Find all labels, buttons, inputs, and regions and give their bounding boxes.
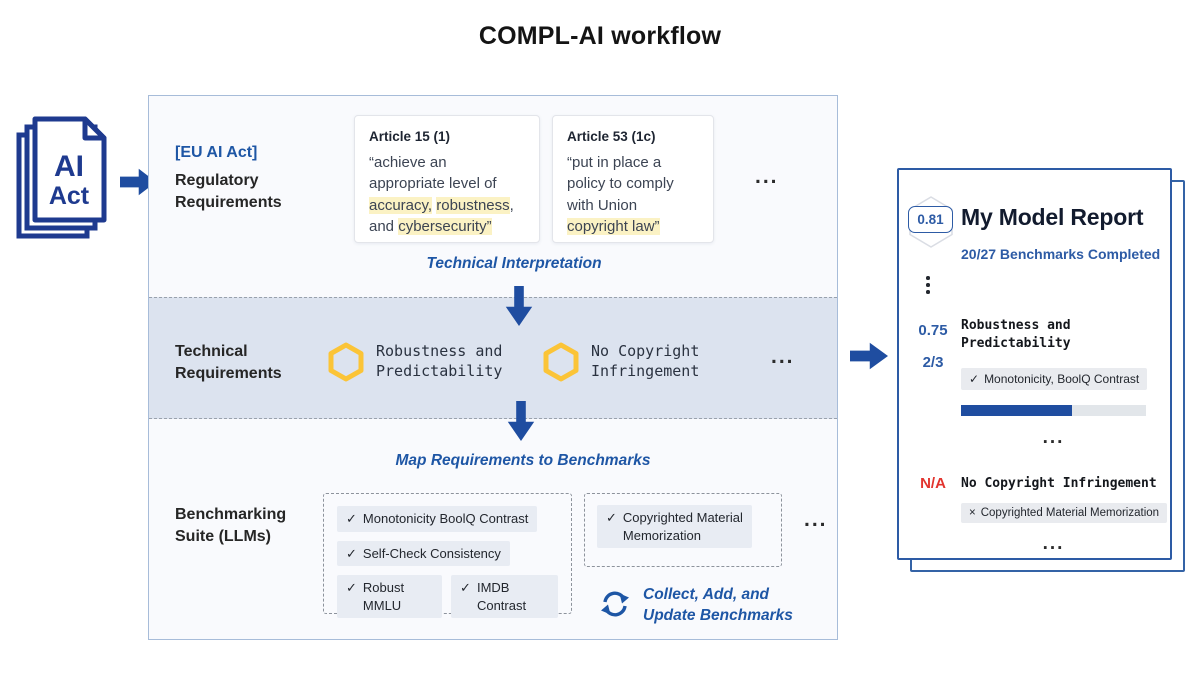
entry-count: 2/3	[922, 354, 944, 371]
benchmark-group: ✓ Monotonicity BoolQ Contrast ✓ Self-Che…	[323, 493, 572, 619]
update-benchmarks-label: Collect, Add, and Update Benchmarks	[643, 586, 793, 624]
hexagon-icon	[543, 342, 579, 382]
arrow-right-icon	[850, 342, 888, 370]
technical-requirements-band	[149, 297, 837, 419]
technical-requirement-name: No Copyright Infringement	[591, 342, 700, 380]
hexagon-icon	[328, 342, 364, 382]
entry-ellipsis: ...	[1042, 533, 1065, 554]
entry-score: N/A	[920, 475, 946, 492]
benchmark-name: Robust MMLU	[362, 580, 405, 613]
regulatory-requirements-block: [EU AI Act] Regulatory Requirements	[175, 144, 305, 215]
entry-benchmark-name: Monotonicity, BoolQ Contrast	[984, 372, 1140, 386]
more-benchmarks-ellipsis: ...	[804, 508, 828, 531]
check-icon: ✓	[346, 511, 357, 526]
benchmark-name: Self-Check Consistency	[362, 545, 501, 561]
benchmarking-suite-label: Benchmarking Suite (LLMs)	[175, 506, 287, 546]
entry-ellipsis: ...	[1042, 427, 1065, 448]
check-icon: ✓	[346, 545, 357, 561]
vertical-ellipsis-icon	[926, 276, 930, 294]
technical-requirements-label: Technical Requirements	[175, 343, 282, 383]
ai-act-icon-text-top: AI	[54, 150, 84, 183]
page-title: COMPL-AI workflow	[478, 22, 722, 50]
benchmark-chip: ✓ Copyrighted Material Memorization	[597, 505, 752, 549]
check-icon: ✓	[606, 510, 617, 525]
ai-act-document-icon: AI Act	[16, 116, 107, 239]
progress-bar-fill	[961, 405, 1072, 416]
entry-score: 0.75	[918, 322, 948, 339]
entry-name: No Copyright Infringement	[961, 476, 1157, 491]
workflow-box: [EU AI Act] Regulatory Requirements Arti…	[148, 95, 838, 640]
report-title: My Model Report	[961, 204, 1144, 230]
article-card: Article 15 (1) “achieve an appropriate l…	[354, 115, 540, 243]
benchmark-chip: ✓ IMDB Contrast	[451, 575, 558, 619]
entry-name: Robustness and Predictability	[961, 318, 1071, 352]
entry-benchmark-chip: ✓ Monotonicity, BoolQ Contrast	[961, 368, 1148, 390]
update-benchmarks-note: Collect, Add, and Update Benchmarks	[599, 585, 793, 627]
benchmark-chip: ✓ Self-Check Consistency	[337, 540, 510, 567]
more-articles-ellipsis: ...	[755, 165, 779, 188]
benchmark-chip: ✓ Robust MMLU	[337, 575, 443, 619]
map-requirements-label: Map Requirements to Benchmarks	[395, 452, 651, 469]
progress-bar	[961, 405, 1146, 416]
technical-requirement-item: Robustness and Predictability	[327, 342, 502, 382]
model-report-card: 0.81 My Model Report 20/27 Benchmarks Co…	[897, 168, 1172, 560]
check-icon: ✓	[969, 372, 980, 386]
check-icon: ✓	[460, 580, 471, 596]
benchmark-name: IMDB Contrast	[476, 580, 527, 613]
benchmark-chip: ✓ Monotonicity BoolQ Contrast	[337, 506, 538, 532]
refresh-cycle-icon	[601, 591, 629, 617]
article-heading: Article 15 (1)	[369, 129, 451, 144]
technical-requirement-item: No Copyright Infringement	[542, 342, 699, 382]
overall-score-badge: 0.81	[907, 195, 955, 249]
benchmark-group: ✓ Copyrighted Material Memorization	[584, 493, 782, 567]
report-subtitle: 20/27 Benchmarks Completed	[961, 246, 1161, 262]
entry-benchmark-name: Copyrighted Material Memorization	[980, 507, 1160, 519]
eu-ai-act-tag: [EU AI Act]	[175, 144, 258, 161]
regulatory-requirements-label: Regulatory Requirements	[175, 172, 282, 212]
article-heading: Article 53 (1c)	[567, 129, 656, 144]
check-icon: ✓	[346, 580, 357, 596]
article-quote: “achieve an appropriate level of accurac…	[369, 154, 514, 235]
benchmark-name: Monotonicity BoolQ Contrast	[362, 511, 529, 526]
entry-benchmark-chip: × Copyrighted Material Memorization	[961, 503, 1168, 523]
article-quote: “put in place a policy to comply with Un…	[567, 154, 674, 235]
technical-interpretation-label: Technical Interpretation	[426, 255, 602, 272]
ai-act-icon-text-bottom: Act	[49, 182, 90, 210]
technical-requirement-name: Robustness and Predictability	[376, 342, 503, 380]
cross-icon: ×	[969, 507, 976, 519]
benchmark-name: Copyrighted Material Memorization	[622, 510, 743, 543]
overall-score-value: 0.81	[908, 206, 953, 233]
more-requirements-ellipsis: ...	[771, 345, 795, 368]
article-card: Article 53 (1c) “put in place a policy t…	[552, 115, 714, 243]
